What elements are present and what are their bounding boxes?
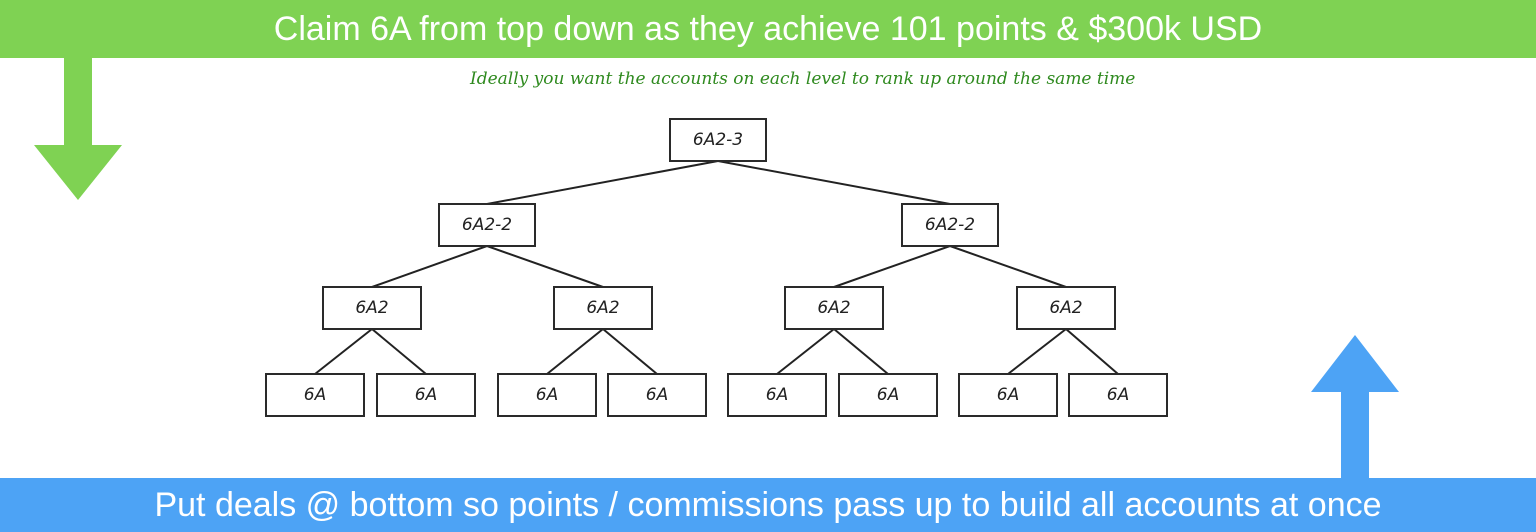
node-box	[376, 373, 476, 417]
node-box	[727, 373, 827, 417]
node-label: 6A	[536, 385, 558, 405]
tree-edge	[486, 245, 604, 288]
node-label: 6A2	[355, 298, 388, 318]
down-arrow-icon	[34, 55, 122, 200]
top-banner: Claim 6A from top down as they achieve 1…	[0, 0, 1536, 58]
node-label: 6A	[877, 385, 899, 405]
node-box	[322, 286, 422, 330]
tree-edge	[1065, 328, 1119, 375]
node-box	[607, 373, 707, 417]
tree-edge	[833, 328, 889, 375]
tree-node-level3: 6A2	[553, 286, 653, 330]
node-label: 6A2	[586, 298, 619, 318]
tree-edge	[371, 245, 488, 288]
tree-node-level4: 6A	[1068, 373, 1168, 417]
node-box	[438, 203, 536, 247]
node-box	[958, 373, 1058, 417]
tree-edges	[314, 160, 1119, 375]
node-box	[553, 286, 653, 330]
node-label: 6A	[646, 385, 668, 405]
node-label: 6A	[415, 385, 437, 405]
bottom-banner: Put deals @ bottom so points / commissio…	[0, 478, 1536, 532]
node-label: 6A2	[817, 298, 850, 318]
tree-node-level4: 6A	[265, 373, 365, 417]
node-label: 6A	[766, 385, 788, 405]
tree-edge	[1007, 328, 1067, 375]
node-label: 6A2-2	[925, 215, 975, 235]
tree-edge	[602, 328, 658, 375]
node-label: 6A2-3	[693, 130, 743, 150]
header-text: Claim 6A from top down as they achieve 1…	[273, 10, 1263, 48]
tree-node-level4: 6A	[497, 373, 597, 417]
node-box	[1068, 373, 1168, 417]
tree-edge	[949, 245, 1067, 288]
tree-node-level2: 6A2-2	[438, 203, 536, 247]
node-box	[669, 118, 767, 162]
tree-node-level4: 6A	[838, 373, 938, 417]
subtitle-note: Ideally you want the accounts on each le…	[470, 69, 1136, 89]
tree-edge	[546, 328, 604, 375]
tree-node-level2: 6A2-2	[901, 203, 999, 247]
tree-node-level3: 6A2	[784, 286, 884, 330]
tree-edge	[314, 328, 373, 375]
footer-text: Put deals @ bottom so points / commissio…	[154, 486, 1382, 524]
tree-edge	[371, 328, 427, 375]
tree-edge	[833, 245, 951, 288]
tree-node-level4: 6A	[958, 373, 1058, 417]
node-label: 6A	[1107, 385, 1129, 405]
node-label: 6A2-2	[462, 215, 512, 235]
tree-node-level4: 6A	[727, 373, 827, 417]
tree-node-level4: 6A	[376, 373, 476, 417]
node-label: 6A	[304, 385, 326, 405]
tree-edge	[776, 328, 835, 375]
tree-node-level3: 6A2	[1016, 286, 1116, 330]
node-box	[838, 373, 938, 417]
node-box	[901, 203, 999, 247]
node-box	[265, 373, 365, 417]
node-box	[1016, 286, 1116, 330]
tree-node-root: 6A2-3	[669, 118, 767, 162]
node-box	[784, 286, 884, 330]
node-label: 6A2	[1049, 298, 1082, 318]
tree-edge	[717, 160, 951, 205]
tree-nodes: 6A2-3 6A2-2 6A2-2 6A2 6A2 6A2 6A2 6A 6A 6A 6A 6A 6A 6…	[265, 118, 1168, 417]
node-box	[497, 373, 597, 417]
node-label: 6A	[997, 385, 1019, 405]
up-arrow-icon	[1311, 335, 1399, 482]
tree-node-level4: 6A	[607, 373, 707, 417]
tree-edge	[486, 160, 719, 205]
tree-node-level3: 6A2	[322, 286, 422, 330]
